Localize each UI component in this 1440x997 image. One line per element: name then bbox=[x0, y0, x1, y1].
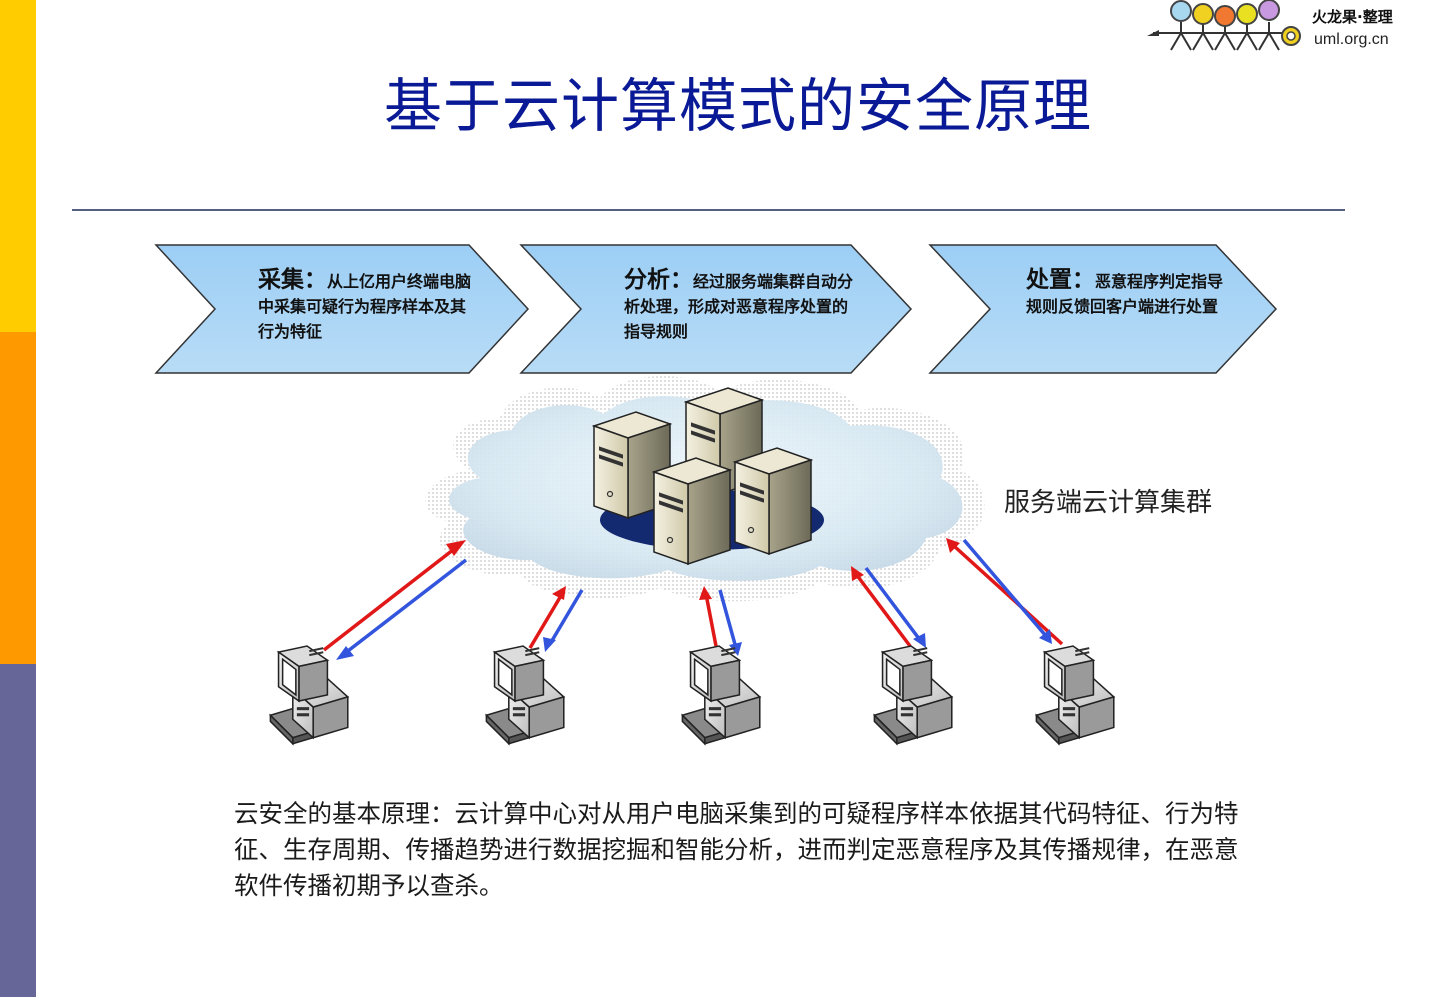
sidebar-band-orange bbox=[0, 332, 36, 664]
computer-icon bbox=[1035, 645, 1115, 745]
computer-icon bbox=[269, 645, 349, 745]
stage-handle-text: 处置：恶意程序判定指导规则反馈回客户端进行处置 bbox=[1026, 268, 1226, 319]
sidebar-band-purple bbox=[0, 664, 36, 997]
stage-collect-body: 从上亿用户终端电脑中采集可疑行为程序样本及其行为特征 bbox=[258, 272, 472, 341]
process-chevrons bbox=[154, 244, 1278, 374]
chevron-collect bbox=[154, 244, 530, 374]
stage-collect-text: 采集：从上亿用户终端电脑中采集可疑行为程序样本及其行为特征 bbox=[258, 268, 480, 344]
stage-handle-title: 处置： bbox=[1026, 267, 1095, 293]
logo-icon bbox=[1147, 0, 1301, 51]
client-computers bbox=[269, 645, 1115, 745]
chevron-handle bbox=[928, 244, 1278, 374]
data-flow-arrows bbox=[322, 538, 1064, 660]
sidebar-band-yellow bbox=[0, 0, 36, 332]
principle-text: 云计算中心对从用户电脑采集到的可疑程序样本依据其代码特征、行为特征、生存周期、传… bbox=[234, 799, 1239, 900]
page-title: 基于云计算模式的安全原理 bbox=[383, 72, 1092, 140]
stage-analyze-text: 分析：经过服务端集群自动分析处理，形成对恶意程序处置的指导规则 bbox=[624, 268, 860, 344]
principle-paragraph: 云安全的基本原理：云计算中心对从用户电脑采集到的可疑程序样本依据其代码特征、行为… bbox=[234, 796, 1244, 904]
server-cluster bbox=[593, 387, 824, 565]
stage-collect-title: 采集： bbox=[258, 267, 327, 293]
stage-analyze-title: 分析： bbox=[624, 267, 693, 293]
logo-url: uml.org.cn bbox=[1314, 31, 1389, 48]
computer-icon bbox=[485, 645, 565, 745]
computer-icon bbox=[873, 645, 953, 745]
principle-label: 云安全的基本原理： bbox=[234, 799, 455, 828]
stage-handle-body: 恶意程序判定指导规则反馈回客户端进行处置 bbox=[1026, 272, 1224, 316]
server-cluster-label: 服务端云计算集群 bbox=[1004, 488, 1213, 518]
computer-icon bbox=[681, 645, 761, 745]
logo-name: 火龙果·整理 bbox=[1312, 8, 1393, 26]
chevron-analyze bbox=[519, 244, 913, 374]
title-divider bbox=[72, 209, 1345, 211]
stage-analyze-body: 经过服务端集群自动分析处理，形成对恶意程序处置的指导规则 bbox=[624, 272, 854, 341]
sidebar-accent bbox=[0, 0, 36, 997]
